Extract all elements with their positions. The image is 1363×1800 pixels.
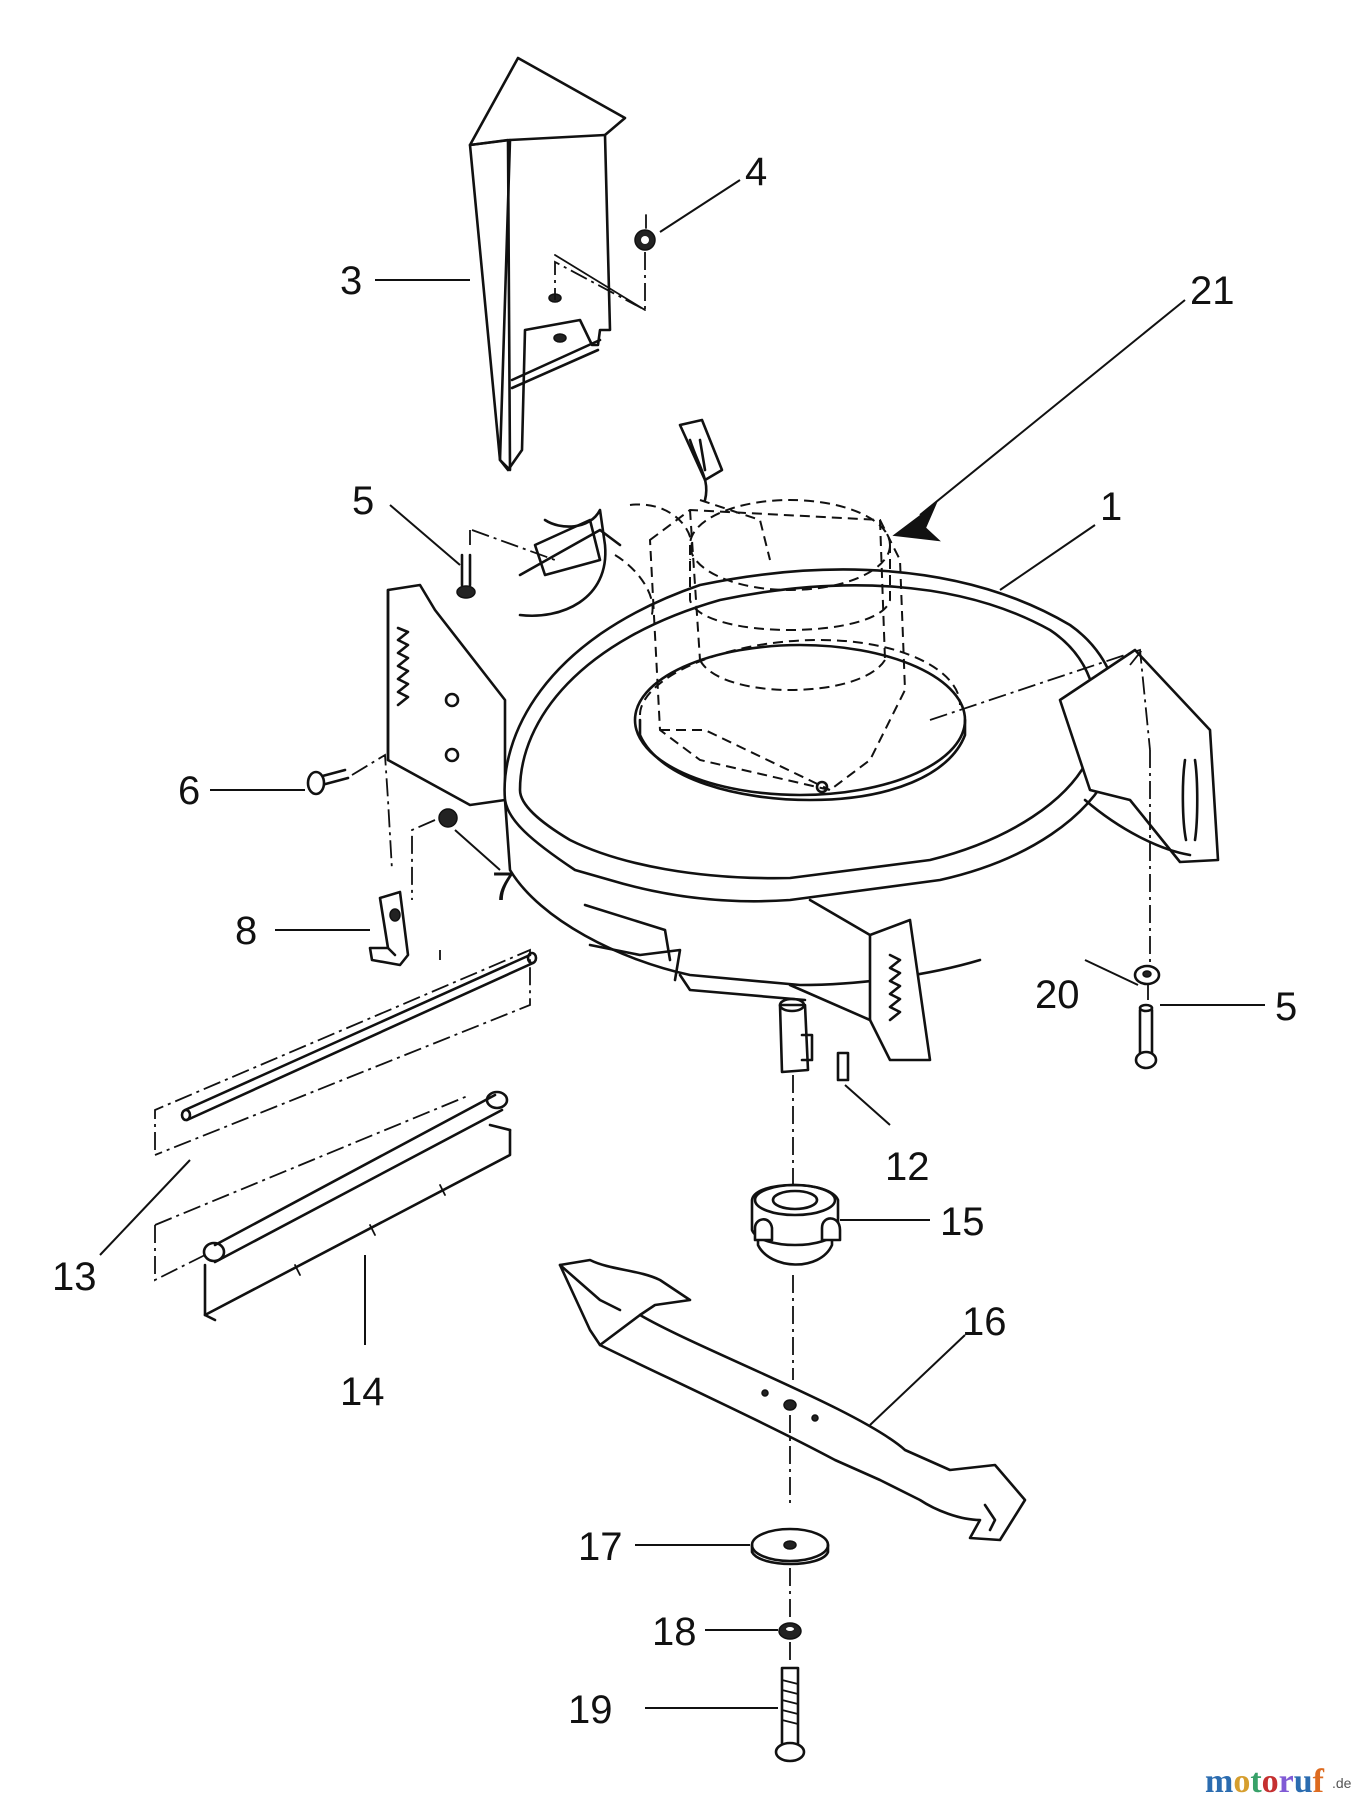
part-7-nut <box>411 808 458 900</box>
part-18-lock-washer <box>778 1622 802 1665</box>
callout-20: 20 <box>1035 973 1080 1017</box>
callout-labels: 3 4 21 5 1 6 7 8 20 5 12 15 13 14 16 17 … <box>52 150 1297 1732</box>
part-21-arrow-pointer <box>892 299 1186 542</box>
callout-17: 17 <box>578 1525 623 1569</box>
callout-13: 13 <box>52 1255 97 1299</box>
part-19-blade-bolt <box>774 1666 806 1763</box>
callout-1: 1 <box>1100 485 1122 529</box>
callout-21: 21 <box>1190 269 1235 313</box>
part-5-bolt-top <box>456 529 556 599</box>
svg-text:motoruf: motoruf <box>1205 1763 1325 1800</box>
callout-8: 8 <box>235 909 257 953</box>
watermark-letter: o <box>1262 1763 1279 1800</box>
part-8-bracket <box>368 890 410 967</box>
leader-lines <box>99 179 1265 1709</box>
part-1-mower-deck <box>386 508 1220 1062</box>
part-12-key <box>836 1051 850 1082</box>
part-3-discharge-chute <box>468 56 646 472</box>
watermark-letter: t <box>1250 1763 1262 1800</box>
part-15-blade-adapter <box>750 997 842 1380</box>
watermark-letter: o <box>1233 1763 1250 1800</box>
watermark-letter: u <box>1294 1763 1313 1800</box>
callout-3: 3 <box>340 259 362 303</box>
callout-15: 15 <box>940 1200 985 1244</box>
callout-7: 7 <box>492 865 514 909</box>
watermark-suffix: .de <box>1332 1775 1352 1791</box>
part-21-motor-phantom <box>614 418 1151 802</box>
callout-6: 6 <box>178 769 200 813</box>
callout-14: 14 <box>340 1370 385 1414</box>
part-17-blade-washer <box>750 1527 830 1620</box>
callout-18: 18 <box>652 1610 697 1654</box>
part-16-blade <box>558 1258 1027 1542</box>
part-4-nut <box>554 214 656 312</box>
callout-5-top: 5 <box>352 479 374 523</box>
part-6-bolt <box>306 753 393 871</box>
callout-12: 12 <box>885 1145 930 1189</box>
part-5-bolt-bottom <box>1134 1003 1158 1070</box>
callout-5-bottom: 5 <box>1275 985 1297 1029</box>
watermark-letter: r <box>1279 1763 1294 1800</box>
watermark-letter: f <box>1313 1763 1325 1800</box>
part-20-washer <box>1133 750 1161 1000</box>
callout-4: 4 <box>745 150 767 194</box>
watermark-letter: m <box>1205 1763 1233 1800</box>
part-13-rod <box>154 948 538 1156</box>
motoruf-watermark-logo: motoruf .de <box>1205 1763 1352 1800</box>
callout-19: 19 <box>568 1688 613 1732</box>
part-14-hinge-rod <box>154 1090 512 1322</box>
callout-16: 16 <box>962 1300 1007 1344</box>
